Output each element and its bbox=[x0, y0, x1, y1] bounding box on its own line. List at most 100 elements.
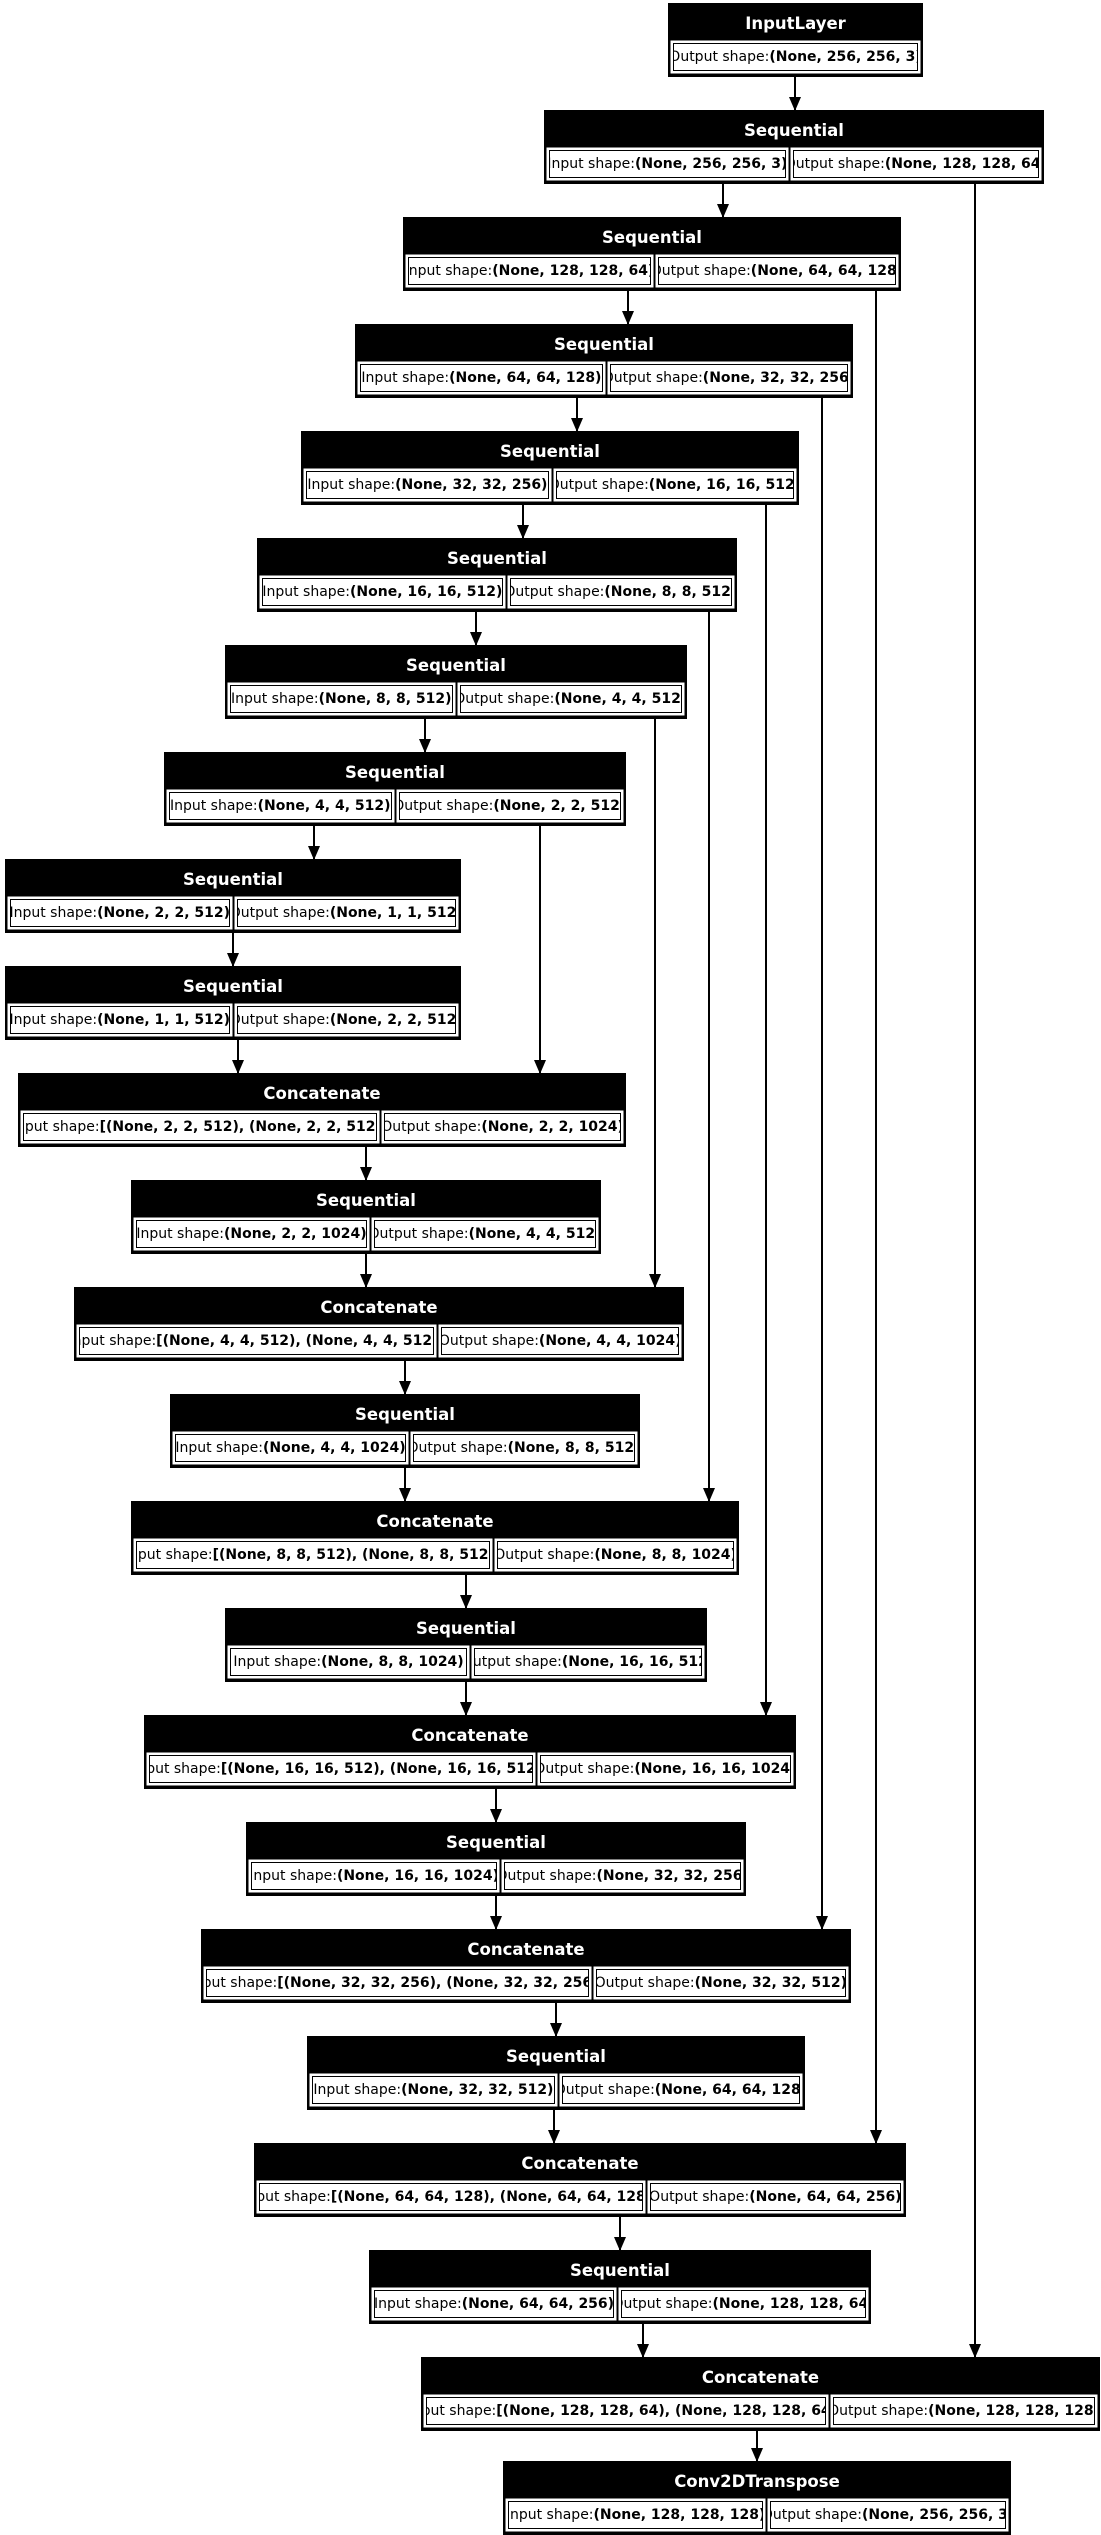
shape-value: (None, 8, 8, 512) bbox=[604, 584, 732, 600]
shape-value: [(None, 2, 2, 512), (None, 2, 2, 512)] bbox=[99, 1119, 378, 1135]
layer-input-shape-cell: Input shape: [(None, 64, 64, 128), (None… bbox=[259, 2183, 643, 2211]
layer-input-shape-cell: Input shape: (None, 64, 64, 256) bbox=[374, 2290, 615, 2318]
shape-value: (None, 2, 2, 512) bbox=[97, 905, 230, 921]
layer-output-shape-cell: Output shape: (None, 32, 32, 256) bbox=[504, 1862, 741, 1890]
layer-input-shape-cell: Input shape: [(None, 32, 32, 256), (None… bbox=[206, 1969, 589, 1997]
shape-value: (None, 128, 128, 64) bbox=[884, 156, 1039, 172]
layer-title: Concatenate bbox=[521, 2154, 639, 2173]
shape-value: (None, 2, 2, 1024) bbox=[224, 1226, 367, 1242]
layer-node-sequential: Sequential Input shape: (None, 128, 128,… bbox=[403, 217, 901, 291]
layer-shape-cells: Input shape: [(None, 2, 2, 512), (None, … bbox=[23, 1113, 621, 1141]
layer-output-shape-cell: Output shape: (None, 16, 16, 1024) bbox=[539, 1755, 791, 1783]
shape-value: (None, 128, 128, 64) bbox=[492, 263, 651, 279]
layer-title: Concatenate bbox=[701, 2368, 820, 2387]
layer-title: Concatenate bbox=[467, 1940, 585, 1959]
shape-label: Input shape: bbox=[10, 1012, 98, 1028]
shape-label: Output shape: bbox=[497, 1547, 595, 1563]
shape-label: Output shape: bbox=[833, 2403, 929, 2419]
shape-value: (None, 32, 32, 512) bbox=[694, 1975, 846, 1991]
layer-shape-cells: Input shape: (None, 4, 4, 512)Output sha… bbox=[169, 792, 621, 820]
layer-node-sequential: Sequential Input shape: (None, 32, 32, 5… bbox=[307, 2036, 805, 2110]
layer-shape-cells: Input shape: [(None, 16, 16, 512), (None… bbox=[149, 1755, 791, 1783]
shape-value: (None, 16, 16, 512) bbox=[561, 1654, 702, 1670]
shape-label: Input shape: bbox=[361, 370, 450, 386]
layer-node-sequential: Sequential Input shape: (None, 2, 2, 102… bbox=[131, 1180, 601, 1254]
shape-value: (None, 1, 1, 512) bbox=[329, 905, 456, 921]
layer-input-shape-cell: Input shape: (None, 128, 128, 64) bbox=[408, 257, 651, 285]
layer-node-inputlayer: InputLayer Output shape: (None, 256, 256… bbox=[668, 3, 923, 77]
shape-value: (None, 64, 64, 128) bbox=[449, 370, 602, 386]
layer-node-concatenate: Concatenate Input shape: [(None, 64, 64,… bbox=[254, 2143, 906, 2217]
shape-value: (None, 4, 4, 512) bbox=[468, 1226, 596, 1242]
shape-value: (None, 128, 128, 64) bbox=[712, 2296, 866, 2312]
shape-value: [(None, 128, 128, 64), (None, 128, 128, … bbox=[496, 2403, 827, 2419]
layer-input-shape-cell: Input shape: (None, 16, 16, 1024) bbox=[251, 1862, 498, 1890]
layer-shape-cells: Input shape: (None, 8, 8, 512) Output sha… bbox=[230, 685, 682, 713]
shape-label: Output shape: bbox=[373, 1226, 469, 1242]
shape-value: (None, 256, 256, 3) bbox=[635, 156, 786, 172]
layer-output-shape-cell: Output shape: (None, 2, 2, 512) bbox=[236, 1006, 456, 1034]
layer-input-shape-cell: Input shape: (None, 2, 2, 512) bbox=[10, 899, 230, 927]
shape-label: Input shape: bbox=[24, 1119, 100, 1135]
layer-title: Sequential bbox=[570, 2261, 670, 2280]
layer-title: Sequential bbox=[416, 1619, 516, 1638]
layer-title: Sequential bbox=[183, 870, 283, 889]
layer-node-sequential: Sequential Input shape: (None, 2, 2, 512… bbox=[5, 859, 461, 933]
shape-value: (None, 16, 16, 1024) bbox=[336, 1868, 498, 1884]
layer-input-shape-cell: Input shape: [(None, 16, 16, 512), (None… bbox=[149, 1755, 533, 1783]
shape-label: Input shape: bbox=[508, 2507, 594, 2523]
layer-output-shape-cell: Output shape: (None, 256, 256, 3) bbox=[673, 43, 918, 71]
edge-group bbox=[227, 77, 981, 2462]
layer-node-sequential: Sequential Input shape: (None, 16, 16, 5… bbox=[257, 538, 737, 612]
layer-node-concatenate: Concatenate Input shape: [(None, 4, 4, 5… bbox=[74, 1287, 684, 1361]
shape-label: Output shape: bbox=[561, 2082, 655, 2098]
layer-input-shape-cell: Input shape: (None, 4, 4, 1024) bbox=[175, 1434, 406, 1462]
shape-value: (None, 8, 8, 1024) bbox=[594, 1547, 734, 1563]
layer-input-shape-cell: Input shape: [(None, 2, 2, 512), (None, … bbox=[23, 1113, 378, 1141]
layer-node-sequential: Sequential Input shape: (None, 4, 4, 512… bbox=[164, 752, 626, 826]
layer-output-shape-cell: Output shape: (None, 128, 128, 64) bbox=[792, 150, 1039, 178]
layer-node-sequential: Sequential Input shape: (None, 8, 8, 102… bbox=[225, 1608, 707, 1682]
layer-node-sequential: Sequential Input shape: (None, 8, 8, 512… bbox=[225, 645, 687, 719]
shape-label: Output shape: bbox=[236, 905, 330, 921]
layer-shape-cells: Input shape: (None, 16, 16, 512)Output s… bbox=[262, 578, 732, 606]
shape-label: Output shape: bbox=[398, 798, 494, 814]
shape-label: Input shape: bbox=[136, 1226, 225, 1242]
shape-label: Input shape: bbox=[137, 1547, 213, 1563]
shape-label: Input shape: bbox=[307, 477, 396, 493]
shape-label: Output shape: bbox=[649, 2189, 750, 2205]
shape-value: (None, 4, 4, 1024) bbox=[263, 1440, 406, 1456]
shape-label: Output shape: bbox=[412, 1440, 508, 1456]
layer-title: Concatenate bbox=[411, 1726, 529, 1745]
layer-shape-cells: Input shape: [(None, 64, 64, 128), (None… bbox=[259, 2183, 901, 2211]
layer-input-shape-cell: Input shape: [(None, 8, 8, 512), (None, … bbox=[136, 1541, 491, 1569]
layer-node-sequential: Sequential Input shape: (None, 1, 1, 512… bbox=[5, 966, 461, 1040]
shape-value: (None, 256, 256, 3) bbox=[861, 2507, 1006, 2523]
layer-node-sequential: Sequential Input shape: (None, 4, 4, 102… bbox=[170, 1394, 640, 1468]
layer-node-sequential: Sequential Input shape: (None, 32, 32, 2… bbox=[301, 431, 799, 505]
shape-value: (None, 32, 32, 256) bbox=[395, 477, 548, 493]
shape-label: Input shape: bbox=[374, 2296, 462, 2312]
layer-output-shape-cell: Output shape: (None, 256, 256, 3) bbox=[770, 2501, 1006, 2529]
layer-input-shape-cell: Input shape: (None, 8, 8, 1024) bbox=[230, 1648, 468, 1676]
layer-shape-cells: Input shape: (None, 8, 8, 1024)Output sh… bbox=[230, 1648, 702, 1676]
layer-input-shape-cell: Input shape: (None, 8, 8, 512) bbox=[230, 685, 453, 713]
layer-input-shape-cell: Input shape: (None, 16, 16, 512) bbox=[262, 578, 503, 606]
shape-value: (None, 8, 8, 1024) bbox=[321, 1654, 464, 1670]
shape-label: Output shape: bbox=[792, 156, 885, 172]
layer-output-shape-cell: Output shape: (None, 1, 1, 512) bbox=[236, 899, 456, 927]
shape-label: Input shape: bbox=[230, 691, 319, 707]
layer-title: Sequential bbox=[506, 2047, 606, 2066]
shape-label: Output shape: bbox=[459, 691, 555, 707]
shape-value: (None, 16, 16, 1024) bbox=[634, 1761, 791, 1777]
layer-shape-cells: Input shape: (None, 256, 256, 3)Output s… bbox=[549, 150, 1039, 178]
shape-value: [(None, 16, 16, 512), (None, 16, 16, 512… bbox=[220, 1761, 533, 1777]
layer-node-sequential: Sequential Input shape: (None, 256, 256,… bbox=[544, 110, 1044, 184]
layer-shape-cells: Input shape: (None, 64, 64, 128)Output s… bbox=[360, 364, 848, 392]
shape-label: Output shape: bbox=[236, 1012, 330, 1028]
layer-shape-cells: Input shape: (None, 32, 32, 512)Output s… bbox=[312, 2076, 800, 2104]
shape-label: Output shape: bbox=[657, 263, 751, 279]
layer-shape-cells: Input shape: (None, 1, 1, 512)Output sha… bbox=[10, 1006, 456, 1034]
